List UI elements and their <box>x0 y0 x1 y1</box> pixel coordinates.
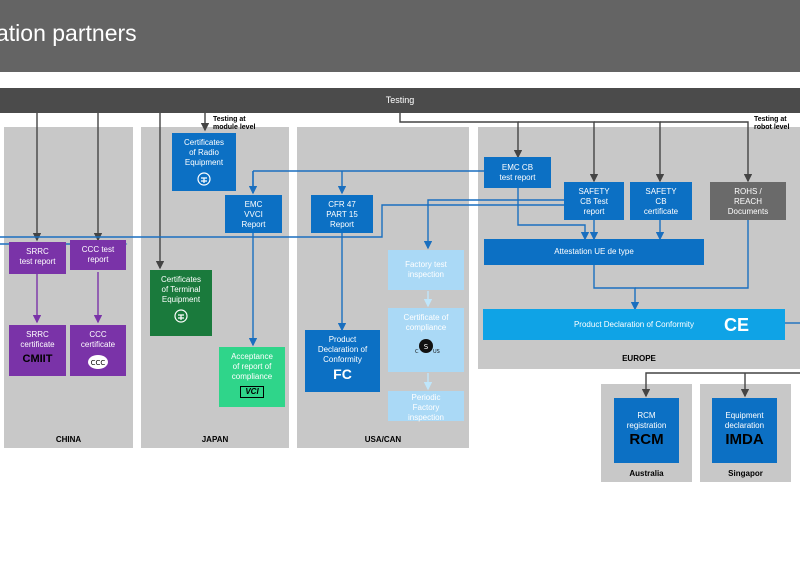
product-declaration-us-box: Product Declaration of Conformity FC <box>305 330 380 392</box>
safety-cb-certificate-box: SAFETY CB certificate <box>630 182 692 220</box>
jate-mark-icon <box>174 309 188 323</box>
vcci-acceptance-label: Acceptance of report of compliance <box>231 352 273 381</box>
vcci-acceptance-box: Acceptance of report of compliance VCI <box>219 347 285 407</box>
svg-text:S: S <box>424 343 429 351</box>
certificate-compliance-box: Certificate of compliance S C US <box>388 308 464 372</box>
periodic-factory-label: Periodic Factory inspection <box>407 393 445 422</box>
rohs-reach-label: ROHS / REACH Documents <box>727 187 769 216</box>
safety-cb-test-box: SAFETY CB Test report <box>564 182 624 220</box>
srrc-certificate-label: SRRC certificate <box>20 330 55 349</box>
equipment-declaration-label: Equipment declaration <box>724 411 765 430</box>
terminal-equipment-label: Certificates of Terminal Equipment <box>160 275 201 304</box>
csa-mark-icon: S C US <box>415 339 440 355</box>
ccc-certificate-box: CCC certificate CCC <box>70 325 126 376</box>
region-label-japan: JAPAN <box>201 435 229 444</box>
equipment-declaration-box: Equipment declaration IMDA <box>712 398 777 463</box>
srrc-test-report-box: SRRC test report <box>9 242 66 274</box>
certificate-compliance-label: Certificate of compliance <box>403 313 449 332</box>
periodic-factory-box: Periodic Factory inspection <box>388 391 464 422</box>
page-title: ation partners <box>0 20 137 46</box>
factory-test-box: Factory test inspection <box>388 250 464 290</box>
srrc-certificate-box: SRRC certificate CMIIT <box>9 325 66 376</box>
emc-cb-label: EMC CB test report <box>499 162 536 182</box>
ccc-test-report-label: CCC test report <box>81 245 115 264</box>
testing-bar: Testing <box>0 88 800 113</box>
factory-test-label: Factory test inspection <box>405 260 447 279</box>
safety-cb-test-label: SAFETY CB Test report <box>578 187 610 216</box>
ce-mark: CE <box>723 314 749 335</box>
region-label-europe: EUROPE <box>622 354 656 363</box>
emc-cb-box: EMC CB test report <box>484 157 551 188</box>
region-china: CHINA <box>4 127 133 448</box>
radio-equipment-box: Certificates of Radio Equipment <box>172 133 236 191</box>
safety-cb-certificate-label: SAFETY CB certificate <box>643 187 679 216</box>
cfr47-report-box: CFR 47 PART 15 Report <box>311 195 373 233</box>
product-declaration-us-label: Product Declaration of Conformity <box>317 335 368 364</box>
rcm-registration-label: RCM registration <box>626 411 667 430</box>
fcc-mark: FC <box>333 366 352 382</box>
emc-vcci-report-label: EMC VVCI Report <box>241 200 266 229</box>
note-module-level: Testing at module level <box>213 116 256 131</box>
radio-equipment-label: Certificates of Radio Equipment <box>183 138 224 167</box>
cmiit-mark: CMIIT <box>22 353 53 365</box>
product-declaration-eu-label: Product Declaration of Conformity <box>573 319 695 329</box>
region-label-singapore: Singapor <box>728 469 763 478</box>
cfr47-report-label: CFR 47 PART 15 Report <box>326 200 358 229</box>
rohs-reach-box: ROHS / REACH Documents <box>710 182 786 220</box>
region-label-australia: Australia <box>629 469 664 478</box>
product-declaration-eu-box: Product Declaration of Conformity CE <box>483 309 785 340</box>
title-bar: ation partners <box>0 0 800 72</box>
ccc-test-report-box: CCC test report <box>70 240 126 270</box>
region-label-china: CHINA <box>55 435 82 444</box>
vcci-mark: VCI <box>240 386 264 398</box>
terminal-equipment-box: Certificates of Terminal Equipment <box>150 270 212 336</box>
rcm-mark: RCM <box>629 431 664 448</box>
srrc-test-report-label: SRRC test report <box>19 247 56 266</box>
svg-text:C: C <box>415 349 419 355</box>
imda-mark: IMDA <box>725 431 764 448</box>
rcm-registration-box: RCM registration RCM <box>614 398 679 463</box>
region-label-usa-can: USA/CAN <box>364 435 402 444</box>
attestation-box: Attestation UE de type <box>484 239 704 265</box>
ccc-certificate-label: CCC certificate <box>80 330 116 349</box>
svg-text:US: US <box>433 349 440 355</box>
note-robot-level: Testing at robot level <box>754 116 790 131</box>
attestation-label: Attestation UE de type <box>554 247 634 256</box>
telec-mark-icon <box>197 172 211 186</box>
svg-text:CCC: CCC <box>91 359 106 367</box>
emc-vcci-report-box: EMC VVCI Report <box>225 195 282 233</box>
ccc-mark-icon: CCC <box>88 355 108 369</box>
